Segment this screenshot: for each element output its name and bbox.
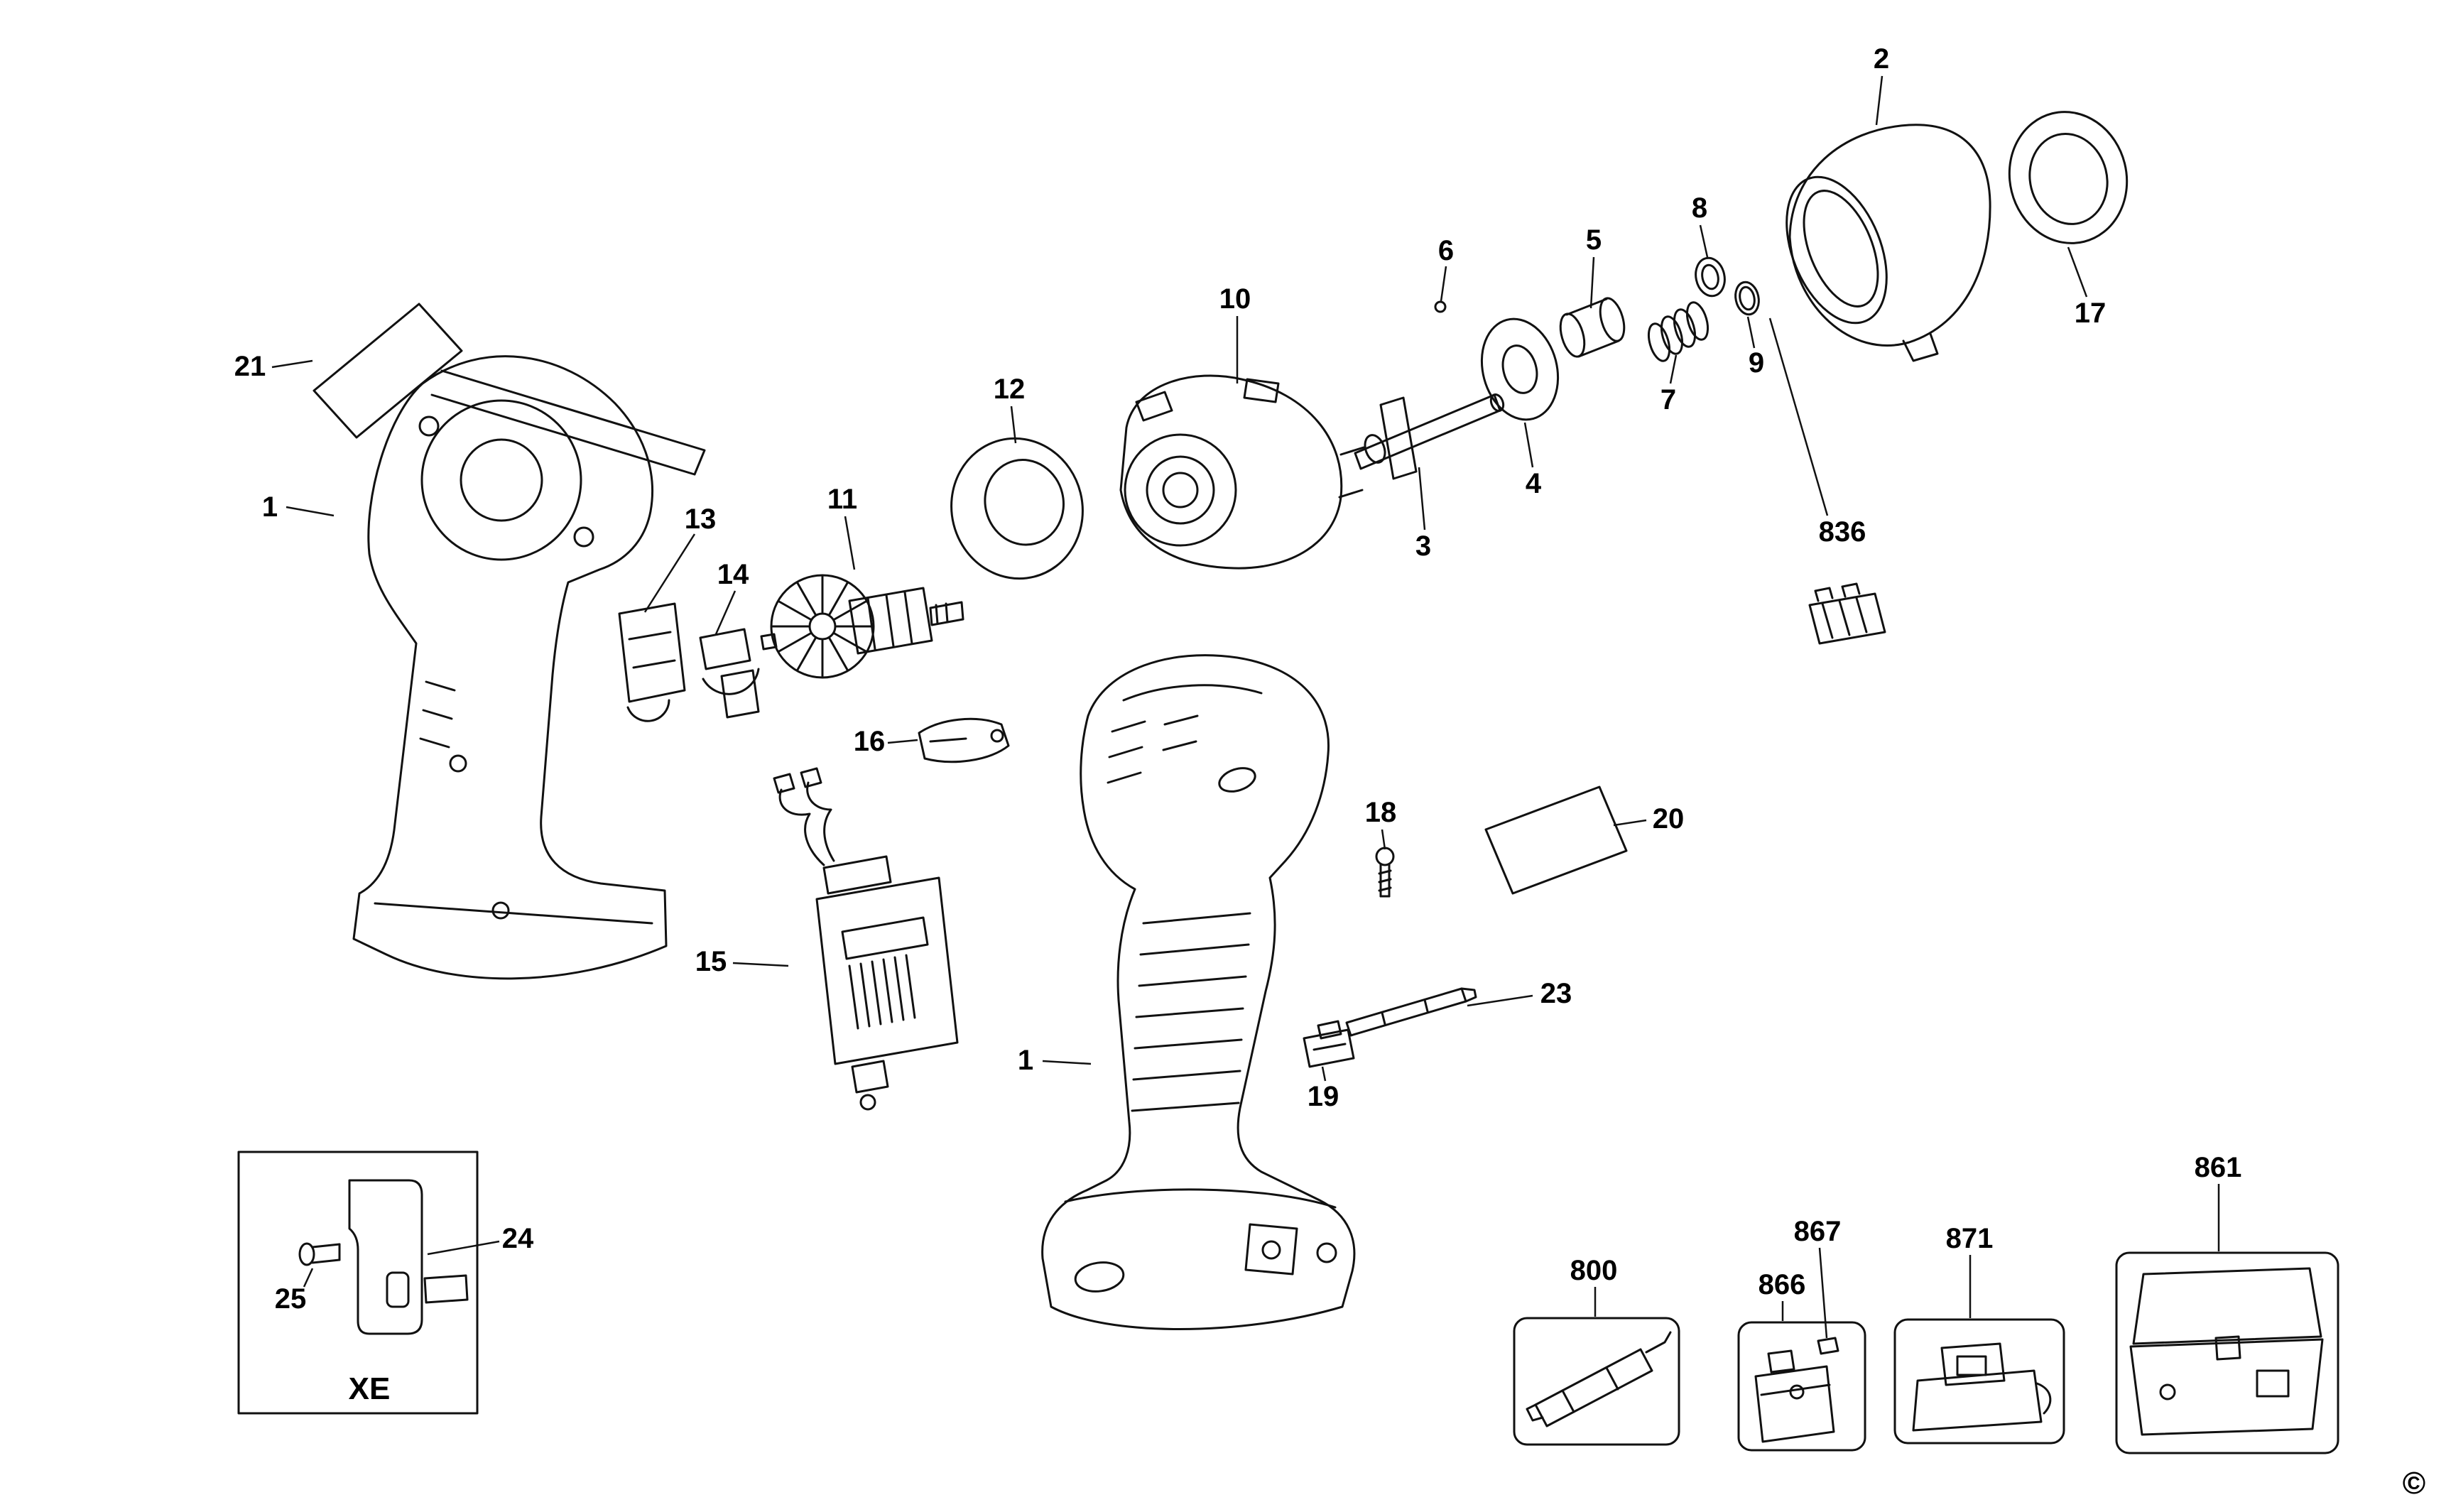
part-20-label-sticker <box>1484 785 1628 895</box>
part-5-sleeve <box>1559 297 1626 358</box>
part-label-800: 800 <box>1570 1255 1618 1286</box>
part-label-23: 23 <box>1540 978 1572 1009</box>
part-label-6: 6 <box>1437 235 1455 266</box>
part-label-13: 13 <box>684 504 717 535</box>
part-12-collar-ring <box>950 437 1084 580</box>
part-label-20: 20 <box>1652 803 1685 834</box>
part-label-16: 16 <box>853 726 886 757</box>
part-2-front-housing <box>1785 124 1991 362</box>
copyright-mark: © <box>2402 1466 2426 1501</box>
part-10-hammer-case <box>1119 374 1365 570</box>
part-19-clip <box>1303 1020 1355 1068</box>
part-label-18: 18 <box>1364 797 1397 828</box>
part-23-bit <box>1345 987 1477 1037</box>
part-label-19: 19 <box>1307 1081 1339 1112</box>
part-16-trigger <box>918 717 1010 763</box>
part-15-switch-module <box>773 767 959 1111</box>
part-1-housing-right <box>1041 654 1356 1330</box>
part-13-brush-holder <box>618 602 686 722</box>
part-label-11: 11 <box>827 484 858 515</box>
inset-label-xe: XE <box>348 1371 391 1406</box>
part-9-ring <box>1734 281 1760 316</box>
part-7-spring <box>1647 301 1710 362</box>
part-11-armature <box>760 574 964 679</box>
inset-xe-box <box>237 1151 479 1415</box>
part-label-866: 866 <box>1758 1269 1806 1300</box>
part-14-brush-ring <box>699 628 760 719</box>
part-836 <box>1808 582 1886 645</box>
part-21-label-sticker <box>312 303 463 439</box>
part-label-1-left: 1 <box>261 491 278 523</box>
kit-871-charger <box>1893 1318 2065 1445</box>
part-label-7: 7 <box>1660 384 1677 415</box>
part-label-14: 14 <box>717 559 749 590</box>
leader-lines <box>271 75 2220 1339</box>
part-label-867: 867 <box>1793 1216 1842 1247</box>
part-label-17: 17 <box>2074 298 2107 329</box>
kit-800-grease-tube <box>1513 1317 1680 1446</box>
part-label-836: 836 <box>1818 516 1866 548</box>
part-label-25: 25 <box>274 1283 307 1315</box>
part-label-4: 4 <box>1525 468 1542 499</box>
part-label-2: 2 <box>1873 43 1890 75</box>
part-4-washer <box>1480 317 1560 421</box>
part-label-21: 21 <box>234 351 266 382</box>
part-6-ball <box>1434 300 1447 313</box>
part-18-screw <box>1375 847 1395 898</box>
part-label-8: 8 <box>1691 192 1708 224</box>
part-label-3: 3 <box>1415 531 1432 562</box>
part-label-15: 15 <box>695 946 727 977</box>
part-label-10: 10 <box>1219 283 1251 315</box>
part-3-anvil <box>1354 393 1505 480</box>
part-label-24: 24 <box>501 1223 534 1254</box>
part-17-ring <box>2008 111 2129 244</box>
part-1-housing-left <box>352 355 706 980</box>
kit-866-battery <box>1737 1321 1866 1452</box>
part-label-9: 9 <box>1748 347 1765 379</box>
part-label-1-right: 1 <box>1017 1045 1034 1076</box>
part-label-861: 861 <box>2194 1152 2242 1183</box>
kit-861-case <box>2115 1251 2339 1454</box>
part-label-12: 12 <box>993 374 1026 405</box>
part-8-o-ring <box>1695 256 1726 298</box>
part-label-5: 5 <box>1585 224 1602 256</box>
part-label-871: 871 <box>1945 1223 1994 1254</box>
